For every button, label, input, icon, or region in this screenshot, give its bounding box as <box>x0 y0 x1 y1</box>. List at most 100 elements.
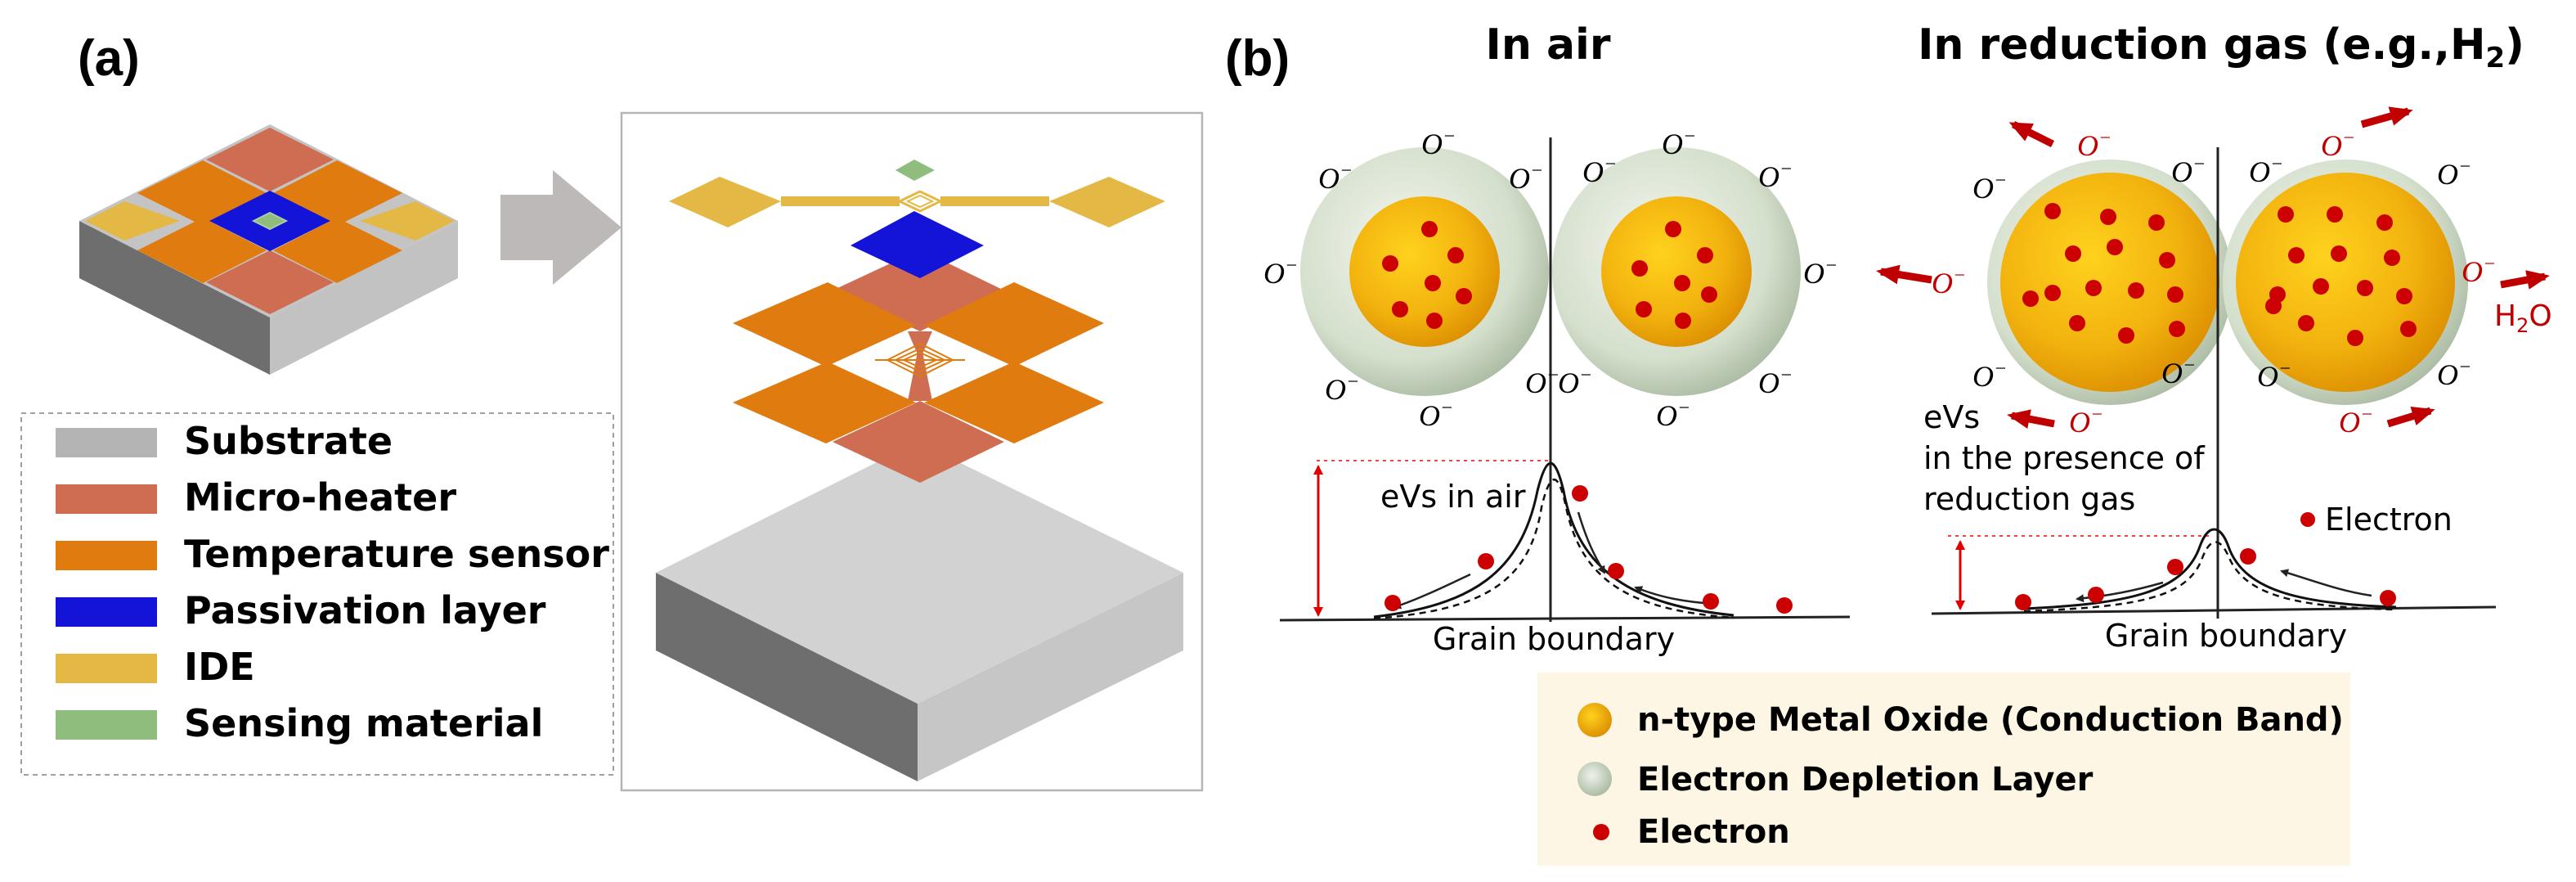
chip-micro-heater <box>206 128 334 314</box>
oxygen-ion: O− <box>1803 255 1838 290</box>
oxygen-ion: O− <box>2161 355 2196 389</box>
electron <box>2331 245 2347 262</box>
barrier-label-right-1: eVs <box>1923 399 1980 435</box>
electron <box>1674 275 1690 291</box>
electron <box>1572 485 1588 502</box>
legend-shell-swatch <box>1577 762 1612 796</box>
desorbed-ion: O− <box>2339 404 2373 439</box>
legend-a-swatch <box>56 597 157 627</box>
electrons-left <box>1382 221 1717 329</box>
oxygen-ion: O− <box>2437 156 2471 191</box>
axis-left <box>1279 615 1851 622</box>
legend-electron: Electron <box>1637 813 1790 851</box>
exploded-view <box>656 160 1183 781</box>
electron <box>2167 286 2183 303</box>
title-reduction-gas: In reduction gas (e.g.,H2) <box>1918 20 2524 74</box>
legend-a-label: Passivation layer <box>184 588 546 632</box>
electron <box>2357 280 2373 296</box>
electron <box>2044 203 2061 219</box>
metal-oxide-core <box>1349 196 1500 347</box>
electron <box>1456 288 1472 304</box>
legend-a-swatch <box>56 428 157 457</box>
oxygen-ion: O− <box>2257 358 2291 393</box>
title-in-air: In air <box>1485 20 1610 70</box>
oxygen-ion: O− <box>1972 358 2007 393</box>
oxygen-ions-right: O−O−O−O−O−O−O−O− <box>1972 154 2471 393</box>
electron <box>1776 597 1793 614</box>
desorbed-ion: O− <box>2462 254 2496 288</box>
legend-b-background <box>1537 673 2350 866</box>
electron <box>2088 587 2104 603</box>
legend-core-swatch <box>1577 703 1612 737</box>
desorbed-ions: O− O− O− O− O− O− <box>1932 128 2496 439</box>
electron <box>1421 221 1438 237</box>
exploded-passivation <box>850 211 984 278</box>
flow-arrow <box>1393 573 1471 610</box>
desorbed-ion: O− <box>1932 265 1966 299</box>
flow-arrow <box>1577 511 1606 574</box>
electron <box>1478 553 1494 569</box>
grain-right-1 <box>1987 160 2233 405</box>
legend-electron-swatch <box>1593 824 1609 840</box>
electrons-right <box>2022 203 2417 346</box>
oxygen-ion: O− <box>1318 160 1353 195</box>
exploded-ide <box>669 177 1165 227</box>
oxygen-ion: O− <box>2171 154 2206 188</box>
explode-arrow <box>500 170 622 285</box>
flow-arrow <box>2280 569 2372 597</box>
energy-diagram-left: eVs in air Grain boundary <box>1279 460 1851 657</box>
electron <box>2022 290 2039 307</box>
legend-a-label: Temperature sensor <box>184 532 609 576</box>
legend-a-swatch <box>56 541 157 570</box>
band-curve-solid <box>2023 528 2397 610</box>
electron <box>1631 260 1648 277</box>
electron <box>2148 214 2165 231</box>
desorption-arrows <box>1876 106 2550 429</box>
legend-a-label: Sensing material <box>184 701 543 745</box>
oxygen-ion: O− <box>1582 154 1617 188</box>
electron <box>2107 239 2123 255</box>
electron <box>2240 548 2256 565</box>
desorbed-ion: O− <box>2077 128 2112 162</box>
electron <box>2376 214 2393 231</box>
electron <box>2044 285 2061 301</box>
chip-temperature-sensor <box>137 160 402 283</box>
legend-a-label: Substrate <box>184 419 393 463</box>
legend-a-swatch <box>56 654 157 683</box>
oxygen-ion: O− <box>1758 159 1793 193</box>
band-curve-dashed <box>1373 479 1735 620</box>
oxygen-ion: O− <box>1662 126 1696 160</box>
oxygen-ion: O− <box>1558 365 1592 399</box>
oxygen-ion: O− <box>1525 365 1560 399</box>
electron <box>2159 252 2175 268</box>
oxygen-ion: O− <box>1325 371 1359 406</box>
electron <box>1701 286 1717 303</box>
electron <box>2100 209 2116 225</box>
electron <box>1665 221 1681 237</box>
band-curve-solid <box>1373 461 1735 619</box>
electron <box>2015 594 2031 610</box>
electron <box>2265 298 2282 314</box>
oxygen-ion: O− <box>2437 357 2471 391</box>
chip-ide <box>85 201 455 241</box>
electron <box>2065 245 2081 262</box>
electron <box>2313 278 2329 295</box>
electron <box>2085 280 2102 296</box>
oxygen-ion: O− <box>1419 398 1453 432</box>
electron <box>1636 301 1652 317</box>
legend-a-label: Micro-heater <box>184 475 456 520</box>
electron <box>2384 250 2400 266</box>
electron <box>2278 206 2294 223</box>
electron <box>2396 288 2412 304</box>
legend-a-swatch <box>56 484 157 514</box>
panel-b-label: (b) <box>1225 30 1290 87</box>
axis-label-right: Grain boundary <box>2105 618 2347 654</box>
oxygen-ion: O− <box>1421 126 1456 160</box>
oxygen-ion: O− <box>1509 160 1543 195</box>
electron <box>1382 255 1398 272</box>
oxygen-ion: O− <box>1263 255 1298 290</box>
legend-metal-oxide: n-type Metal Oxide (Conduction Band) <box>1637 701 2344 739</box>
desorbed-ion: O− <box>2069 404 2103 439</box>
